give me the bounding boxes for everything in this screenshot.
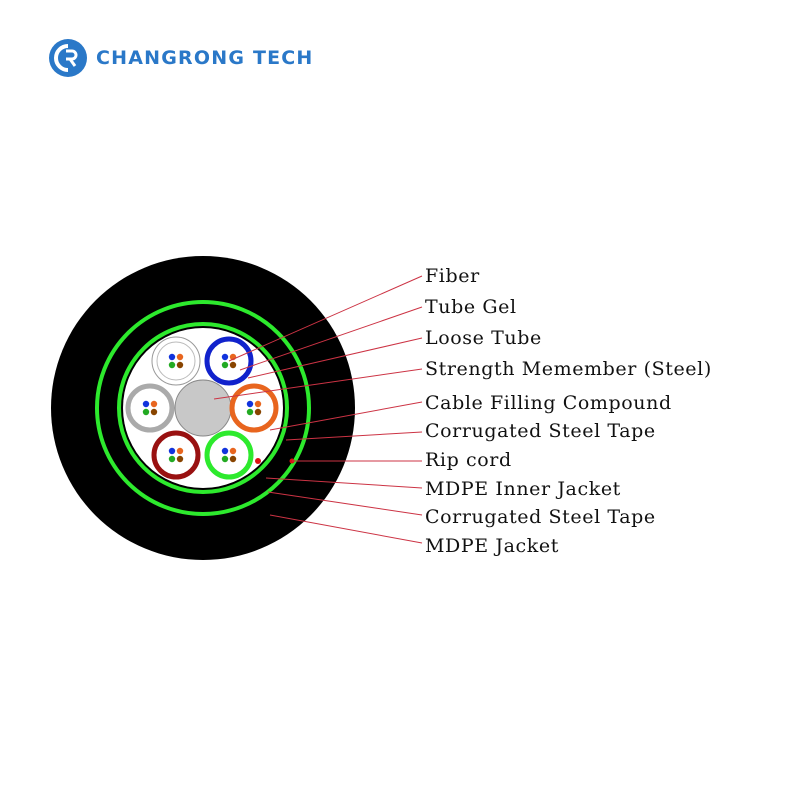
loose-tube-gray [125, 383, 175, 433]
loose-tube-green [204, 430, 254, 480]
loose-tube-red [151, 430, 201, 480]
label-strength-member: Strength Memember (Steel) [425, 358, 712, 380]
changrong-logo-icon [49, 39, 87, 77]
label-corrugated-steel-tape-outer: Corrugated Steel Tape [425, 506, 656, 528]
fibers [142, 353, 262, 463]
outer-steel-tape [95, 300, 311, 516]
leader-lines [213, 275, 423, 544]
loose-tube-orange [229, 383, 279, 433]
label-mdpe-jacket: MDPE Jacket [425, 535, 559, 557]
label-tube-gel: Tube Gel [425, 296, 517, 318]
label-loose-tube: Loose Tube [425, 327, 542, 349]
rip-cord-inner [255, 458, 261, 464]
inner-steel-tape [117, 322, 289, 494]
label-corrugated-steel-tape-inner: Corrugated Steel Tape [425, 420, 656, 442]
label-cable-filling-compound: Cable Filling Compound [425, 392, 672, 414]
brand-name: CHANGRONG TECH [96, 47, 314, 69]
label-mdpe-inner-jacket: MDPE Inner Jacket [425, 478, 621, 500]
label-rip-cord: Rip cord [425, 449, 512, 471]
label-fiber: Fiber [425, 265, 480, 287]
strength-member [174, 379, 232, 437]
brand-logo: CHANGRONG TECH [48, 36, 314, 80]
loose-tube-white [151, 336, 201, 386]
